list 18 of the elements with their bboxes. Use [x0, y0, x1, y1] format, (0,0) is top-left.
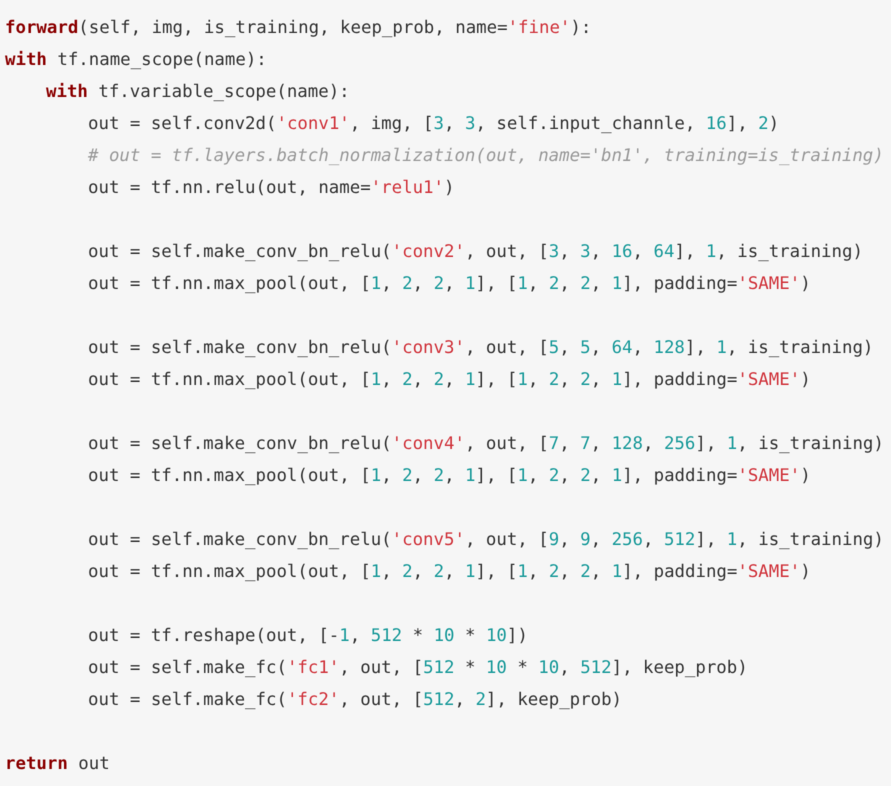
code-comment: # out = tf.layers.batch_normalization(out, name='bn1', training=is_training) [88, 145, 884, 167]
code-line: out = self.make_conv_bn_relu('conv3', out, [5, 5, 64, 128], 1, is_training) [88, 337, 874, 359]
code-line: out = tf.nn.max_pool(out, [1, 2, 2, 1], [1, 2, 2, 1], padding='SAME') [88, 369, 811, 391]
code-line: with tf.variable_scope(name): [46, 81, 350, 103]
code-line: out = tf.nn.max_pool(out, [1, 2, 2, 1], [1, 2, 2, 1], padding='SAME') [88, 273, 811, 295]
code-line: out = self.make_conv_bn_relu('conv2', out, [3, 3, 16, 64], 1, is_training) [88, 241, 863, 263]
code-line: out = self.make_conv_bn_relu('conv5', out, [9, 9, 256, 512], 1, is_training) [88, 529, 884, 551]
code-line: out = self.make_fc('fc1', out, [512 * 10 * 10, 512], keep_prob) [88, 657, 748, 679]
code-line: out = tf.nn.max_pool(out, [1, 2, 2, 1], [1, 2, 2, 1], padding='SAME') [88, 465, 811, 487]
code-line: out = tf.nn.relu(out, name='relu1') [88, 177, 454, 199]
code-line: forward(self, img, is_training, keep_prob, name='fine'): [5, 17, 592, 39]
code-line: with tf.name_scope(name): [5, 49, 267, 71]
code-line: out = self.make_fc('fc2', out, [512, 2], keep_prob) [88, 689, 622, 711]
code-line: out = self.make_conv_bn_relu('conv4', out, [7, 7, 128, 256], 1, is_training) [88, 433, 884, 455]
code-line: return out [5, 753, 110, 775]
code-line: out = tf.reshape(out, [-1, 512 * 10 * 10]) [88, 625, 528, 647]
code-line: out = tf.nn.max_pool(out, [1, 2, 2, 1], [1, 2, 2, 1], padding='SAME') [88, 561, 811, 583]
code-line: out = self.conv2d('conv1', img, [3, 3, self.input_channle, 16], 2) [88, 113, 780, 135]
